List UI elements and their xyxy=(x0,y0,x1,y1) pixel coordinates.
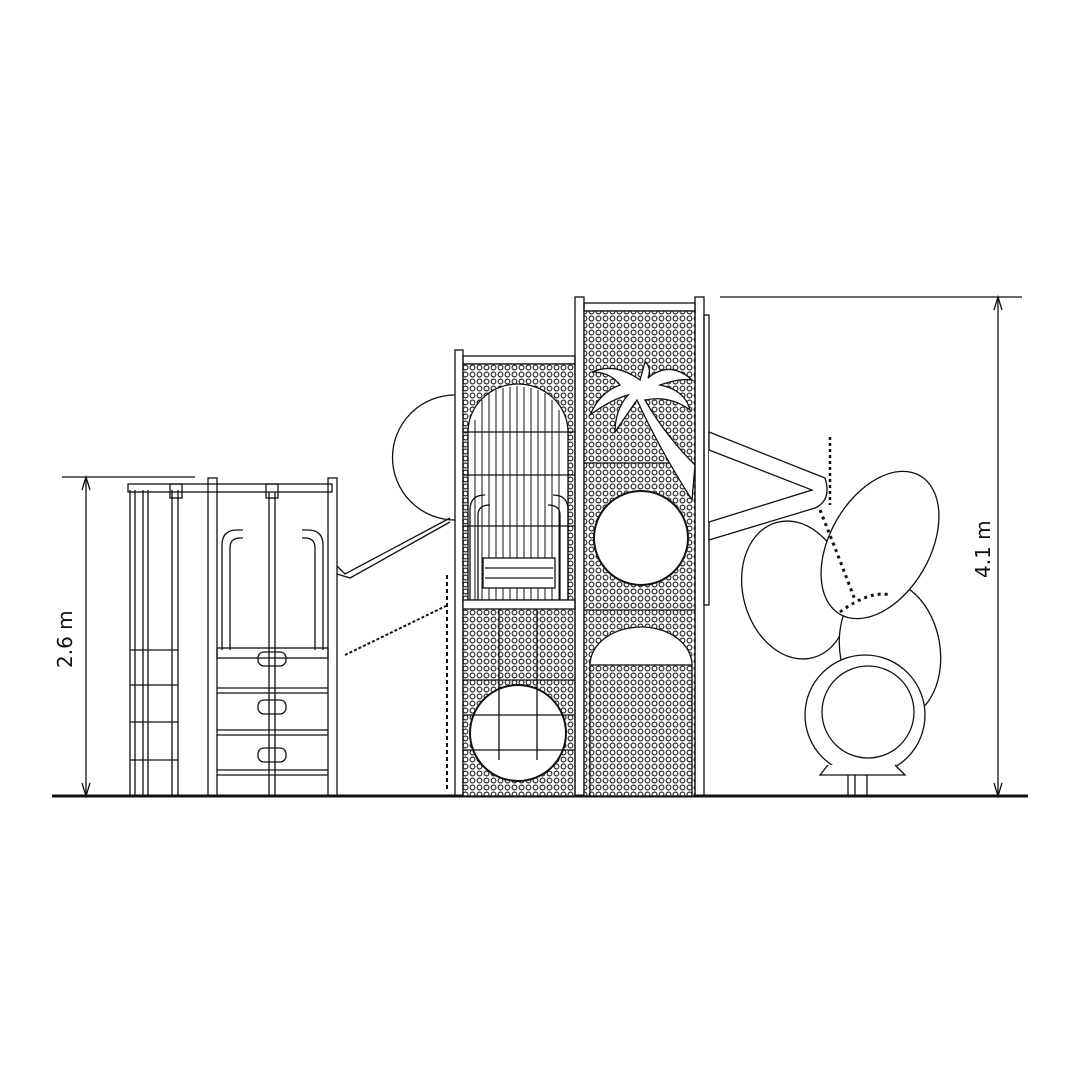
right-height-dimension xyxy=(720,294,1022,799)
tower-left xyxy=(391,349,576,797)
palm-tree-cutout xyxy=(588,360,696,502)
spiral-slide xyxy=(708,431,942,796)
right-height-label: 4.1 m xyxy=(971,520,995,578)
ladder-climber xyxy=(127,483,333,796)
left-height-dimension xyxy=(62,474,195,799)
tower-right xyxy=(574,296,710,797)
left-height-label: 2.6 m xyxy=(53,610,77,668)
connector-bars xyxy=(336,517,451,656)
climbing-frame xyxy=(207,477,338,797)
